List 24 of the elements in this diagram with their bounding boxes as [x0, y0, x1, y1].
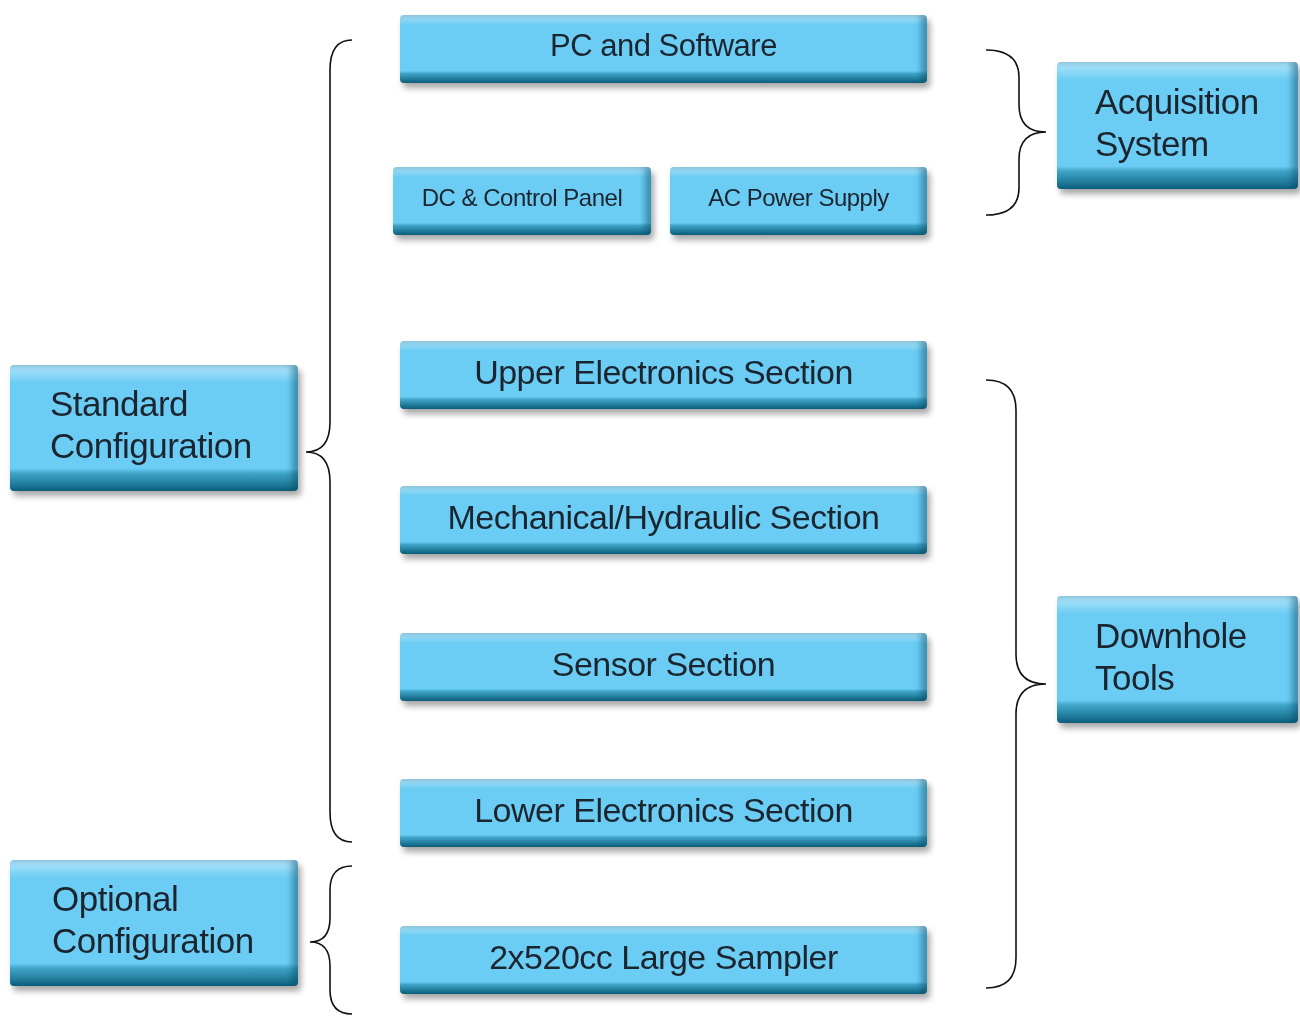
box-label: Lower Electronics Section	[474, 789, 853, 831]
box-label: AC Power Supply	[708, 183, 889, 213]
box-label: Acquisition System	[1095, 80, 1260, 165]
button-box	[400, 486, 927, 554]
button-box	[670, 167, 927, 235]
box-label: Upper Electronics Section	[474, 351, 853, 393]
button-box	[1057, 62, 1298, 189]
button-box	[400, 779, 927, 847]
button-box	[10, 860, 298, 986]
button-box	[393, 167, 651, 235]
button-box	[400, 633, 927, 701]
button-box	[400, 15, 927, 83]
box-label: Optional Configuration	[52, 878, 255, 962]
box-label: 2x520cc Large Sampler	[489, 936, 838, 978]
box-label: Downhole Tools	[1095, 614, 1248, 699]
button-box	[400, 341, 927, 409]
box-label: DC & Control Panel	[421, 183, 623, 213]
box-label: Standard Configuration	[50, 383, 253, 467]
button-box	[10, 365, 298, 491]
box-label: Sensor Section	[551, 643, 776, 685]
button-box	[1057, 596, 1298, 723]
box-label: Mechanical/Hydraulic Section	[447, 496, 880, 538]
button-box	[400, 926, 927, 994]
box-label: PC and Software	[550, 27, 777, 65]
